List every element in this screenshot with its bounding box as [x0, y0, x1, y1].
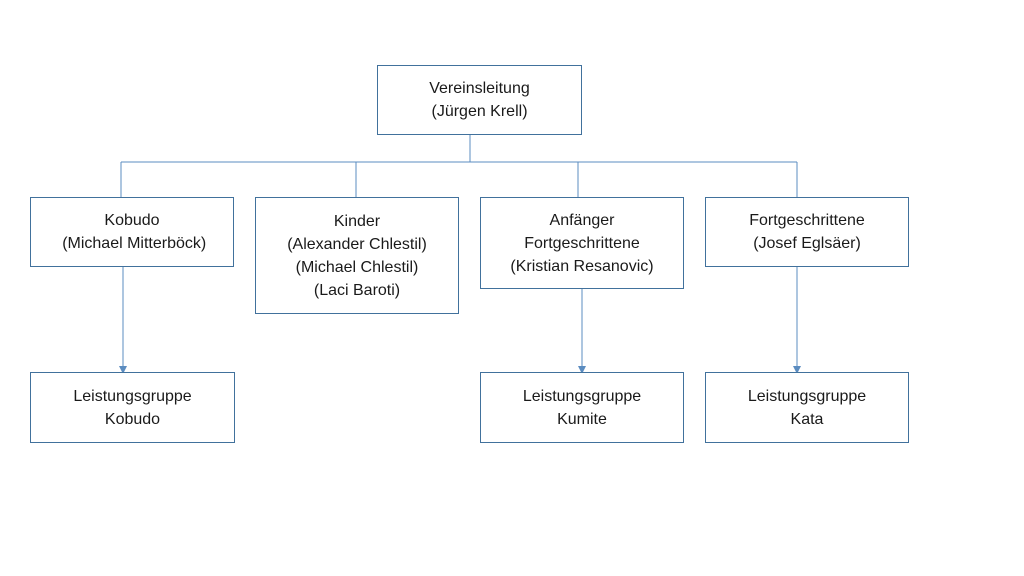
node-kinder: Kinder (Alexander Chlestil) (Michael Chl…: [255, 197, 459, 314]
node-line: (Michael Chlestil): [295, 258, 419, 276]
node-kobudo: Kobudo (Michael Mitterböck): [30, 197, 234, 267]
node-line: Fortgeschrittene: [524, 234, 640, 252]
node-anfaenger-fortgeschrittene: Anfänger Fortgeschrittene (Kristian Resa…: [480, 197, 684, 289]
node-line: Leistungsgruppe: [73, 387, 192, 405]
node-line: (Laci Baroti): [313, 281, 401, 299]
node-line: (Josef Eglsäer): [753, 235, 861, 252]
node-line: Vereinsleitung: [429, 80, 530, 97]
node-leistungsgruppe-kumite: Leistungsgruppe Kumite: [480, 372, 684, 443]
node-line: (Michael Mitterböck): [57, 235, 207, 252]
node-line: Kumite: [557, 410, 607, 428]
node-line: Anfänger: [549, 211, 615, 229]
node-line: Kobudo: [104, 212, 160, 229]
node-line: Kata: [790, 410, 824, 428]
node-leistungsgruppe-kobudo: Leistungsgruppe Kobudo: [30, 372, 235, 443]
node-vereinsleitung: Vereinsleitung (Jürgen Krell): [377, 65, 582, 135]
node-line: (Jürgen Krell): [431, 103, 528, 120]
node-line: Fortgeschrittene: [749, 212, 865, 229]
node-line: Leistungsgruppe: [747, 387, 867, 405]
node-line: Kobudo: [104, 410, 161, 428]
node-line: Kinder: [333, 212, 381, 230]
node-leistungsgruppe-kata: Leistungsgruppe Kata: [705, 372, 909, 443]
node-fortgeschrittene: Fortgeschrittene (Josef Eglsäer): [705, 197, 909, 267]
node-line: (Kristian Resanovic): [510, 257, 654, 275]
node-line: (Alexander Chlestil): [287, 235, 427, 253]
node-line: Leistungsgruppe: [522, 387, 642, 405]
